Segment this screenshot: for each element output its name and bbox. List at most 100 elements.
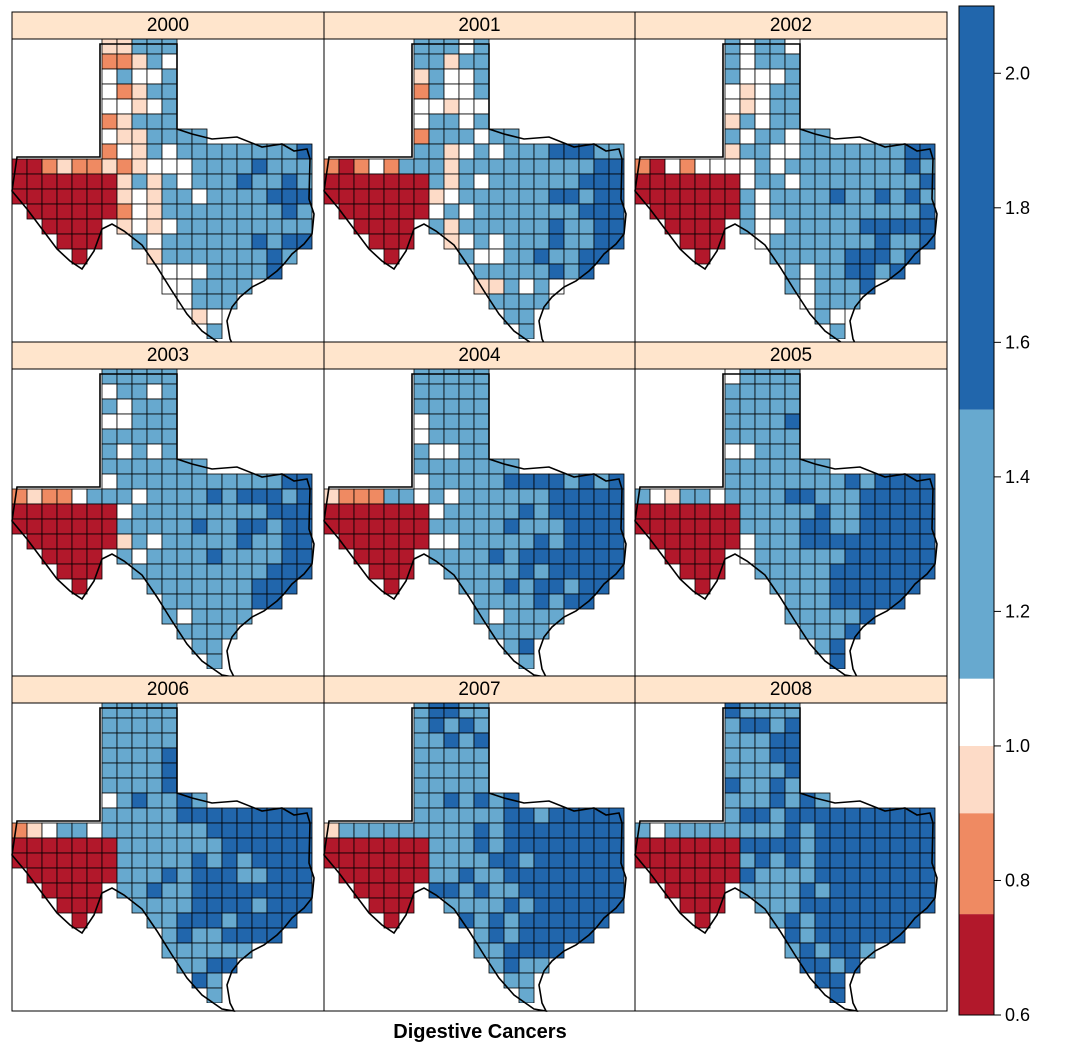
county bbox=[191, 578, 208, 595]
county bbox=[251, 867, 268, 884]
county bbox=[221, 248, 238, 265]
county bbox=[739, 68, 756, 85]
county bbox=[176, 518, 193, 535]
county bbox=[904, 503, 921, 520]
county bbox=[266, 837, 283, 854]
map-panel-2001: 2001 bbox=[323, 11, 636, 349]
county bbox=[458, 852, 475, 869]
county bbox=[694, 822, 711, 839]
county bbox=[86, 533, 103, 550]
county bbox=[131, 383, 148, 400]
county bbox=[784, 443, 801, 460]
county bbox=[769, 548, 786, 565]
county bbox=[829, 323, 846, 339]
county bbox=[859, 822, 876, 839]
county bbox=[131, 548, 148, 565]
county bbox=[578, 203, 595, 220]
county bbox=[413, 173, 430, 190]
county bbox=[784, 792, 801, 809]
county bbox=[844, 957, 861, 974]
county bbox=[443, 443, 460, 460]
county bbox=[649, 503, 666, 520]
color-legend: 0.60.81.01.21.41.61.82.0 bbox=[958, 5, 1030, 1025]
county bbox=[131, 39, 148, 55]
county bbox=[281, 488, 298, 505]
county bbox=[221, 173, 238, 190]
county bbox=[116, 732, 133, 749]
county bbox=[814, 218, 831, 235]
county bbox=[383, 867, 400, 884]
county bbox=[458, 717, 475, 734]
county bbox=[146, 218, 163, 235]
county bbox=[191, 807, 208, 824]
county bbox=[518, 822, 535, 839]
county bbox=[578, 533, 595, 550]
county bbox=[206, 912, 223, 929]
county bbox=[769, 792, 786, 809]
texas-county-map bbox=[323, 368, 636, 679]
county bbox=[784, 912, 801, 929]
county bbox=[146, 98, 163, 115]
county bbox=[428, 518, 445, 535]
county bbox=[799, 263, 816, 280]
county bbox=[116, 428, 133, 445]
panel-year-label: 2007 bbox=[458, 679, 500, 700]
county bbox=[799, 233, 816, 250]
county bbox=[413, 203, 430, 220]
county bbox=[41, 488, 58, 505]
county bbox=[56, 897, 73, 914]
county bbox=[518, 987, 535, 1003]
county bbox=[146, 458, 163, 475]
county bbox=[428, 777, 445, 794]
county bbox=[413, 53, 430, 70]
county bbox=[398, 533, 415, 550]
county bbox=[221, 263, 238, 280]
county bbox=[709, 158, 726, 175]
county bbox=[353, 488, 370, 505]
county bbox=[784, 248, 801, 265]
county bbox=[694, 233, 711, 250]
county bbox=[56, 837, 73, 854]
county bbox=[533, 173, 550, 190]
county bbox=[548, 158, 565, 175]
county bbox=[458, 398, 475, 415]
county bbox=[191, 927, 208, 944]
counties bbox=[324, 369, 625, 669]
county bbox=[784, 173, 801, 190]
county bbox=[724, 398, 741, 415]
county bbox=[829, 822, 846, 839]
county bbox=[814, 143, 831, 160]
county bbox=[724, 747, 741, 764]
county bbox=[236, 852, 253, 869]
county bbox=[694, 897, 711, 914]
county bbox=[814, 837, 831, 854]
county bbox=[829, 173, 846, 190]
county bbox=[769, 443, 786, 460]
county bbox=[86, 488, 103, 505]
county bbox=[101, 143, 118, 160]
county bbox=[191, 488, 208, 505]
county bbox=[131, 518, 148, 535]
county bbox=[428, 428, 445, 445]
county bbox=[799, 173, 816, 190]
county bbox=[413, 413, 430, 430]
county bbox=[548, 927, 565, 944]
county bbox=[754, 548, 771, 565]
county bbox=[131, 563, 148, 580]
county bbox=[281, 203, 298, 220]
county bbox=[739, 473, 756, 490]
county bbox=[236, 158, 253, 175]
county bbox=[221, 578, 238, 595]
county bbox=[533, 867, 550, 884]
county bbox=[353, 852, 370, 869]
county bbox=[428, 533, 445, 550]
county bbox=[844, 203, 861, 220]
county bbox=[649, 158, 666, 175]
county bbox=[458, 867, 475, 884]
county bbox=[799, 822, 816, 839]
county bbox=[368, 852, 385, 869]
county bbox=[56, 822, 73, 839]
county bbox=[518, 293, 535, 310]
county bbox=[338, 837, 355, 854]
county bbox=[413, 369, 430, 385]
